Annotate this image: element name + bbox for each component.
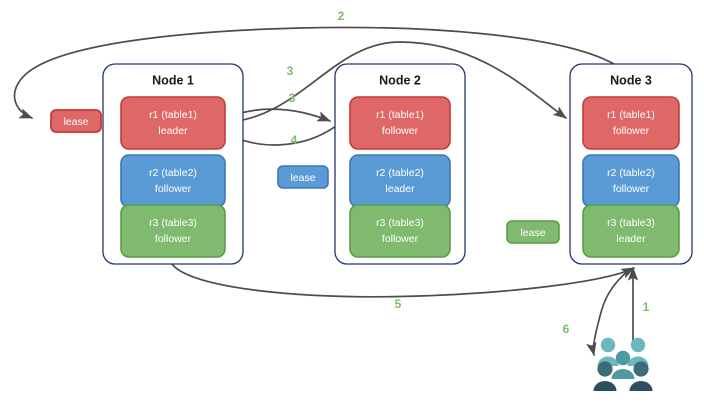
node-1-replica-r3[interactable]: r3 (table3) follower (120, 204, 226, 258)
node-1-replica-r3-role: follower (155, 233, 192, 245)
node-1-replica-r3-box (120, 204, 226, 258)
node-3-replica-r3-role: leader (616, 233, 646, 245)
node-2-replica-r2-name: r2 (table2) (376, 167, 424, 179)
edge-step-5 (171, 263, 635, 298)
node-3[interactable]: Node 3 r1 (table1) follower r2 (table2) … (569, 63, 693, 265)
lease-badge-green-label: lease (520, 227, 545, 239)
node-1-replica-r2[interactable]: r2 (table2) follower (120, 154, 226, 208)
node-2-replica-r3-name: r3 (table3) (376, 217, 424, 229)
node-2-replica-r1[interactable]: r1 (table1) follower (349, 96, 451, 150)
user-back-right (627, 337, 649, 366)
node-3-replica-r3-name: r3 (table3) (607, 217, 655, 229)
step-label-4: 4 (291, 133, 298, 147)
user-back-left (597, 337, 619, 366)
edge-step-6 (586, 268, 631, 356)
lease-badge-red-label: lease (63, 116, 88, 128)
node-2-replica-r1-name: r1 (table1) (376, 109, 424, 121)
node-1-replica-r1-box (120, 96, 226, 150)
node-2-replica-r1-box (349, 96, 451, 150)
node-2-replica-r3[interactable]: r3 (table3) follower (349, 204, 451, 258)
node-1-replica-r1-role: leader (158, 125, 188, 137)
node-1[interactable]: Node 1 r1 (table1) leader r2 (table2) fo… (102, 63, 244, 265)
node-3-replica-r2-name: r2 (table2) (607, 167, 655, 179)
node-2[interactable]: Node 2 r1 (table1) follower r2 (table2) … (334, 63, 466, 265)
node-1-replica-r3-name: r3 (table3) (149, 217, 197, 229)
node-3-replica-r1-role: follower (613, 125, 650, 137)
user-front-right (629, 361, 653, 391)
users-group-icon (593, 337, 653, 391)
step-label-3-lower: 3 (289, 91, 296, 105)
node-1-replica-r1-name: r1 (table1) (149, 109, 197, 121)
node-3-replica-r1-box (582, 96, 680, 150)
node-2-title: Node 2 (379, 73, 421, 87)
node-2-replica-r2-role: leader (385, 183, 415, 195)
node-2-replica-r3-role: follower (382, 233, 419, 245)
node-2-replica-r1-role: follower (382, 125, 419, 137)
step-label-2: 2 (338, 9, 345, 23)
node-1-replica-r2-role: follower (155, 183, 192, 195)
lease-badge-blue-box (277, 165, 329, 189)
node-2-replica-r2-box (349, 154, 451, 208)
node-1-replica-r2-box (120, 154, 226, 208)
node-3-replica-r1[interactable]: r1 (table1) follower (582, 96, 680, 150)
node-1-replica-r1[interactable]: r1 (table1) leader (120, 96, 226, 150)
step-label-1: 1 (643, 300, 650, 314)
edge-step-3-upper (217, 41, 567, 124)
user-middle-center (611, 350, 635, 379)
node-1-replica-r2-name: r2 (table2) (149, 167, 197, 179)
node-2-replica-r2[interactable]: r2 (table2) leader (349, 154, 451, 208)
node-2-replica-r3-box (349, 204, 451, 258)
lease-badge-green[interactable]: lease (506, 220, 560, 244)
user-front-left (593, 361, 617, 391)
node-3-replica-r3-box (582, 204, 680, 258)
node-3-replica-r3[interactable]: r3 (table3) leader (582, 204, 680, 258)
node-3-title: Node 3 (610, 73, 652, 87)
lease-badge-red-box (50, 109, 102, 133)
lease-badge-green-box (506, 220, 560, 244)
step-label-5: 5 (395, 297, 402, 311)
step-label-6: 6 (563, 322, 570, 336)
lease-badge-blue[interactable]: lease (277, 165, 329, 189)
node-3-replica-r2-role: follower (613, 183, 650, 195)
node-3-replica-r2[interactable]: r2 (table2) follower (582, 154, 680, 208)
node-3-replica-r2-box (582, 154, 680, 208)
lease-badge-blue-label: lease (290, 172, 315, 184)
node-3-replica-r1-name: r1 (table1) (607, 109, 655, 121)
edge-step-2 (13, 26, 615, 119)
step-label-3-upper: 3 (287, 64, 294, 78)
node-1-title: Node 1 (152, 73, 194, 87)
lease-badge-red[interactable]: lease (50, 109, 102, 133)
